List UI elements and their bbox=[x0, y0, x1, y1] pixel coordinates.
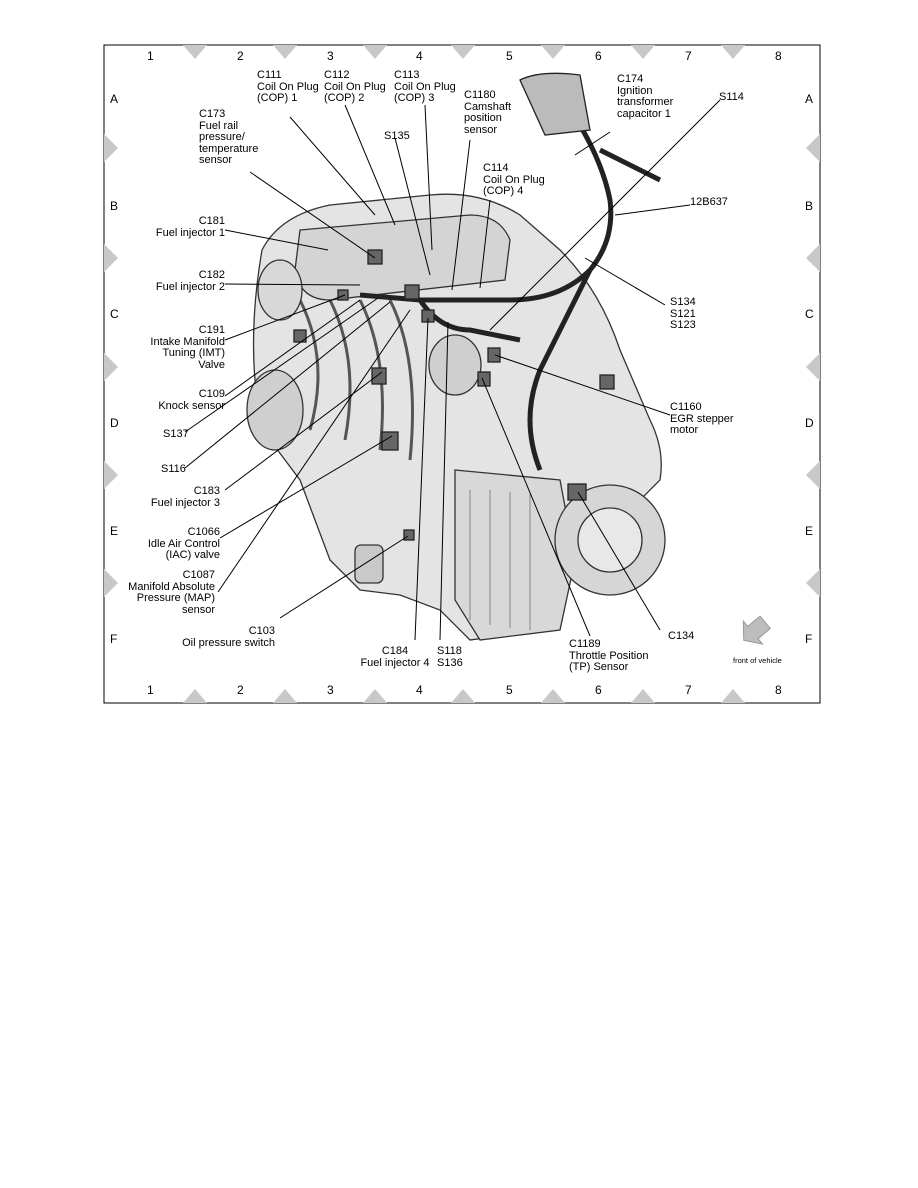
grid-marker-left-3 bbox=[104, 353, 118, 381]
grid-marker-top-7 bbox=[721, 45, 745, 59]
accessory-pulley bbox=[257, 259, 303, 321]
grid-col-top-2: 2 bbox=[237, 49, 244, 63]
grid-col-top-8: 8 bbox=[775, 49, 782, 63]
front-of-vehicle-label: front of vehicle bbox=[733, 656, 782, 665]
grid-col-bottom-6: 6 bbox=[595, 683, 602, 697]
grid-col-top-5: 5 bbox=[506, 49, 513, 63]
callout-c103: C103 Oil pressure switch bbox=[182, 625, 275, 649]
callout-s116: S116 bbox=[161, 463, 186, 475]
callout-c111: C111 Coil On Plug (COP) 1 bbox=[257, 69, 319, 104]
grid-marker-left-5 bbox=[104, 569, 118, 597]
callout-s135: S135 bbox=[384, 130, 410, 142]
transaxle bbox=[454, 469, 576, 641]
grid-row-left-e: E bbox=[110, 524, 119, 538]
callout-c191: C191 Intake Manifold Tuning (IMT) Valve bbox=[150, 324, 225, 371]
leader-lines bbox=[184, 99, 721, 641]
grid-marker-bottom-3 bbox=[363, 689, 387, 703]
grid-marker-left-1 bbox=[104, 134, 118, 162]
grid-marker-top-3 bbox=[363, 45, 387, 59]
grid-col-top-7: 7 bbox=[685, 49, 692, 63]
callout-c112: C112 Coil On Plug (COP) 2 bbox=[324, 69, 386, 104]
grid-marker-right-2 bbox=[806, 244, 820, 272]
grid-marker-bottom-7 bbox=[721, 689, 745, 703]
grid-row-right-b: B bbox=[805, 199, 814, 213]
callout-c1066: C1066 Idle Air Control (IAC) valve bbox=[147, 526, 220, 561]
grid-marker-top-6 bbox=[631, 45, 655, 59]
grid-col-bottom-8: 8 bbox=[775, 683, 782, 697]
callout-c109: C109 Knock sensor bbox=[158, 388, 225, 412]
grid-row-right-e: E bbox=[805, 524, 814, 538]
callout-c1087: C1087 Manifold Absolute Pressure (MAP) s… bbox=[128, 569, 215, 616]
grid-marker-bottom-2 bbox=[273, 689, 297, 703]
grid-row-right-d: D bbox=[805, 416, 814, 430]
grid-marker-left-4 bbox=[104, 461, 118, 489]
grid-row-right-f: F bbox=[805, 632, 813, 646]
throttle-body bbox=[428, 334, 482, 396]
grid-marker-right-4 bbox=[806, 461, 820, 489]
grid-marker-top-1 bbox=[183, 45, 207, 59]
front-of-vehicle-arrow bbox=[742, 615, 772, 645]
grid-row-right-a: A bbox=[805, 92, 814, 106]
grid-row-left-d: D bbox=[110, 416, 119, 430]
callout-c114: C114 Coil On Plug (COP) 4 bbox=[483, 162, 545, 197]
grid-marker-right-1 bbox=[806, 134, 820, 162]
grid-row-right-c: C bbox=[805, 307, 814, 321]
grid-marker-left-2 bbox=[104, 244, 118, 272]
grid-markers bbox=[104, 45, 820, 703]
grid-col-bottom-4: 4 bbox=[416, 683, 423, 697]
grid-col-bottom-3: 3 bbox=[327, 683, 334, 697]
grid-col-top-6: 6 bbox=[595, 49, 602, 63]
grid-marker-bottom-1 bbox=[183, 689, 207, 703]
grid-col-top-3: 3 bbox=[327, 49, 334, 63]
engine-illustration bbox=[246, 72, 666, 641]
callout-c134: C134 bbox=[668, 630, 695, 642]
callout-c183: C183 Fuel injector 3 bbox=[150, 485, 220, 509]
grid-row-left-b: B bbox=[110, 199, 119, 213]
callout-s137: S137 bbox=[163, 428, 189, 440]
callout-c174: C174 Ignition transformer capacitor 1 bbox=[617, 73, 674, 120]
grid-col-top-4: 4 bbox=[416, 49, 423, 63]
callout-c184: C184 Fuel injector 4 bbox=[360, 645, 430, 669]
grid-marker-bottom-4 bbox=[451, 689, 475, 703]
callout-c1180: C1180 Camshaft position sensor bbox=[464, 89, 512, 136]
oil-filter bbox=[354, 544, 384, 584]
callout-c181: C181 Fuel injector 1 bbox=[155, 215, 225, 239]
intake-runners bbox=[298, 299, 414, 461]
grid-col-top-1: 1 bbox=[147, 49, 154, 63]
grid-col-bottom-7: 7 bbox=[685, 683, 692, 697]
grid-marker-bottom-5 bbox=[541, 689, 565, 703]
grid-marker-top-4 bbox=[451, 45, 475, 59]
grid-col-bottom-1: 1 bbox=[147, 683, 154, 697]
callout-c182: C182 Fuel injector 2 bbox=[155, 269, 225, 293]
callout-c1160: C1160 EGR stepper motor bbox=[670, 401, 734, 436]
grid-col-bottom-5: 5 bbox=[506, 683, 513, 697]
callout-s114: S114 bbox=[719, 91, 744, 103]
callout-12b637: 12B637 bbox=[690, 196, 728, 208]
callout-c113: C113 Coil On Plug (COP) 3 bbox=[394, 69, 456, 104]
callout-c173: C173 Fuel rail pressure/ temperature sen… bbox=[199, 108, 259, 166]
grid-row-left-c: C bbox=[110, 307, 119, 321]
grid-marker-right-3 bbox=[806, 353, 820, 381]
callout-c1189: C1189 Throttle Position (TP) Sensor bbox=[569, 638, 649, 673]
grid-marker-right-5 bbox=[806, 569, 820, 597]
callout-s118: S118 S136 bbox=[437, 645, 463, 669]
grid-marker-top-5 bbox=[541, 45, 565, 59]
grid-row-left-f: F bbox=[110, 632, 118, 646]
grid-col-bottom-2: 2 bbox=[237, 683, 244, 697]
grid-row-left-a: A bbox=[110, 92, 119, 106]
grid-marker-bottom-6 bbox=[631, 689, 655, 703]
grid-marker-top-2 bbox=[273, 45, 297, 59]
callout-s134: S134 S121 S123 bbox=[670, 296, 696, 331]
